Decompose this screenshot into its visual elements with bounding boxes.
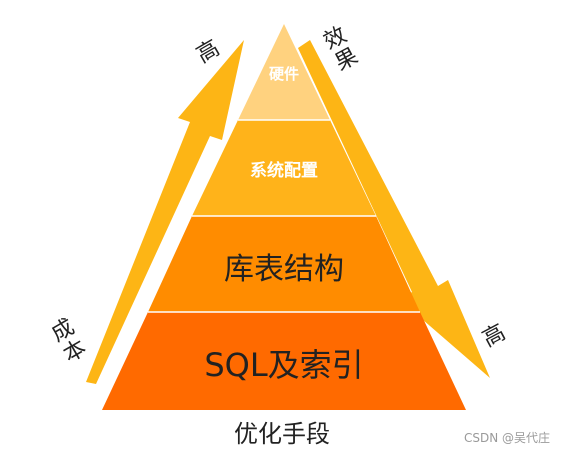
watermark: CSDN @吴代庄 bbox=[463, 431, 550, 445]
pyramid-level-2 bbox=[192, 120, 376, 216]
pyramid-level-4 bbox=[102, 312, 466, 410]
left-arrow bbox=[86, 40, 244, 384]
level-label-hardware: 硬件 bbox=[269, 65, 299, 83]
diagram-caption: 优化手段 bbox=[234, 420, 330, 448]
pyramid-level-1 bbox=[238, 24, 330, 120]
pyramid-level-3 bbox=[148, 216, 420, 312]
level-label-schema: 库表结构 bbox=[224, 252, 344, 287]
level-label-sql-index: SQL及索引 bbox=[204, 346, 363, 384]
level-label-system-config: 系统配置 bbox=[250, 160, 318, 181]
right-arrow bbox=[298, 40, 490, 378]
